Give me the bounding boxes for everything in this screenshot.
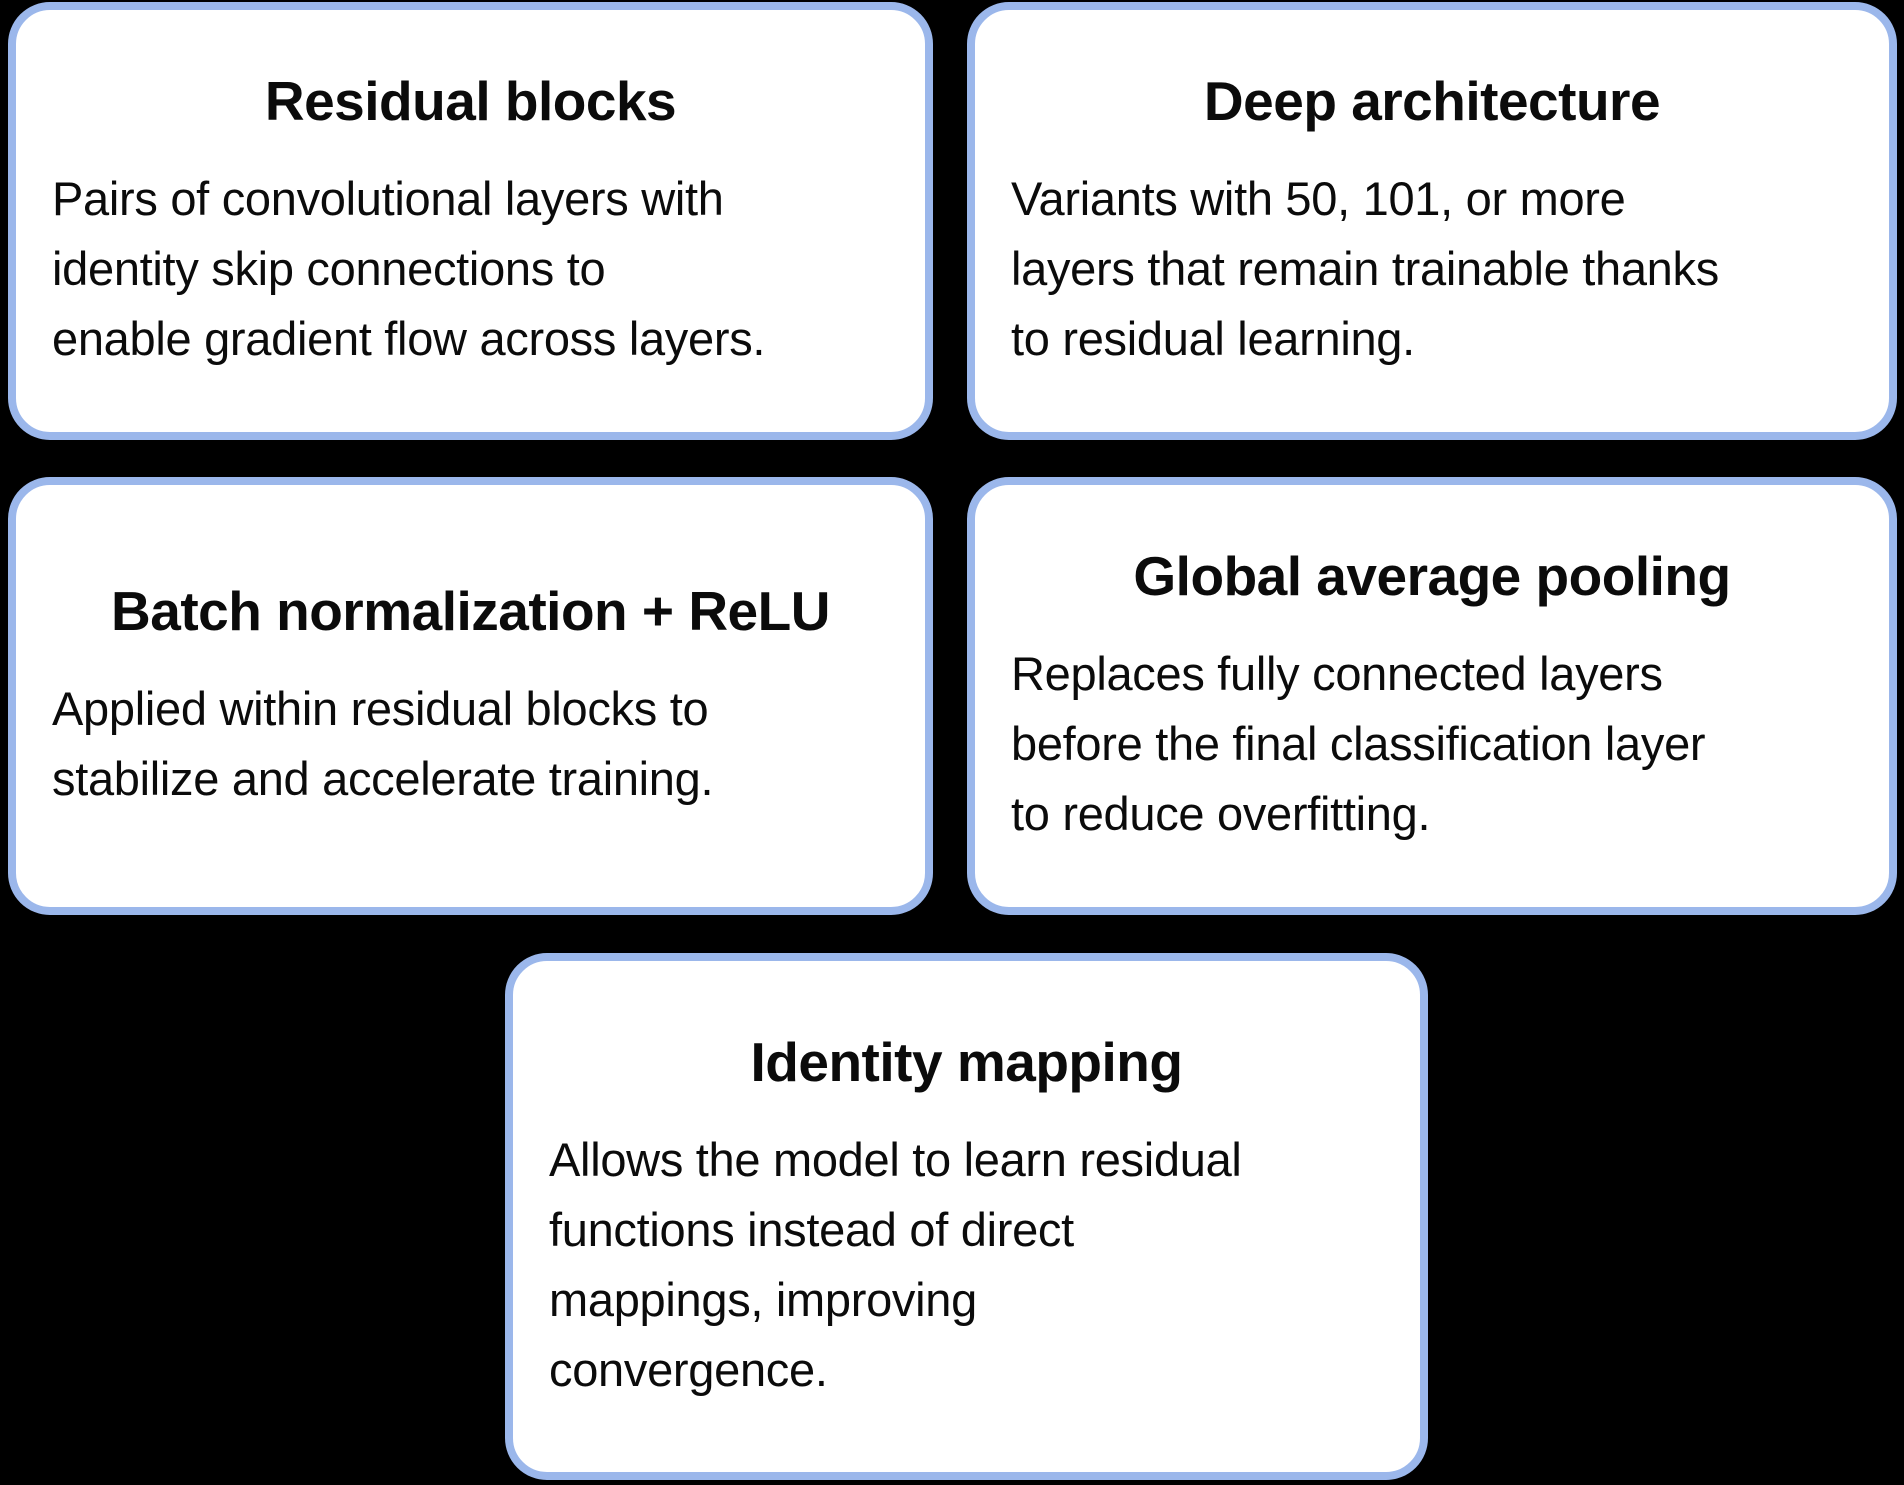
card-body-line: Allows the model to learn residual [549,1132,1242,1186]
card-body-line: Variants with 50, 101, or more [1011,172,1626,225]
card-title: Global average pooling [1133,545,1731,607]
card-body-line: functions instead of direct [549,1202,1074,1256]
card-body-line: identity skip connections to [52,242,606,295]
card-global-average-pooling: Global average pooling Replaces fully co… [967,477,1897,915]
card-body-line: mappings, improving [549,1272,977,1326]
card-title: Deep architecture [1203,70,1661,132]
card-body-line: convergence. [549,1342,828,1396]
card-batch-normalization-relu: Batch normalization + ReLU Applied withi… [8,477,933,915]
card-deep-architecture: Deep architecture Variants with 50, 101,… [967,2,1897,440]
card-title: Batch normalization + ReLU [111,580,830,642]
card-body-line: Pairs of convolutional layers with [52,172,724,225]
card-residual-blocks: Residual blocks Pairs of convolutional l… [8,2,933,440]
card-body-line: Replaces fully connected layers [1011,647,1663,700]
card-body-line: layers that remain trainable thanks [1011,242,1719,295]
card-identity-mapping: Identity mapping Allows the model to lea… [505,953,1428,1480]
card-body-line: Applied within residual blocks to [52,682,709,735]
card-body-line: to reduce overfitting. [1011,787,1431,840]
card-title: Identity mapping [750,1030,1184,1093]
card-body-line: stabilize and accelerate training. [52,752,714,805]
card-body-line: enable gradient flow across layers. [52,312,766,365]
card-title: Residual blocks [264,70,677,132]
card-body-line: before the final classification layer [1011,717,1706,770]
card-body-line: to residual learning. [1011,312,1415,365]
